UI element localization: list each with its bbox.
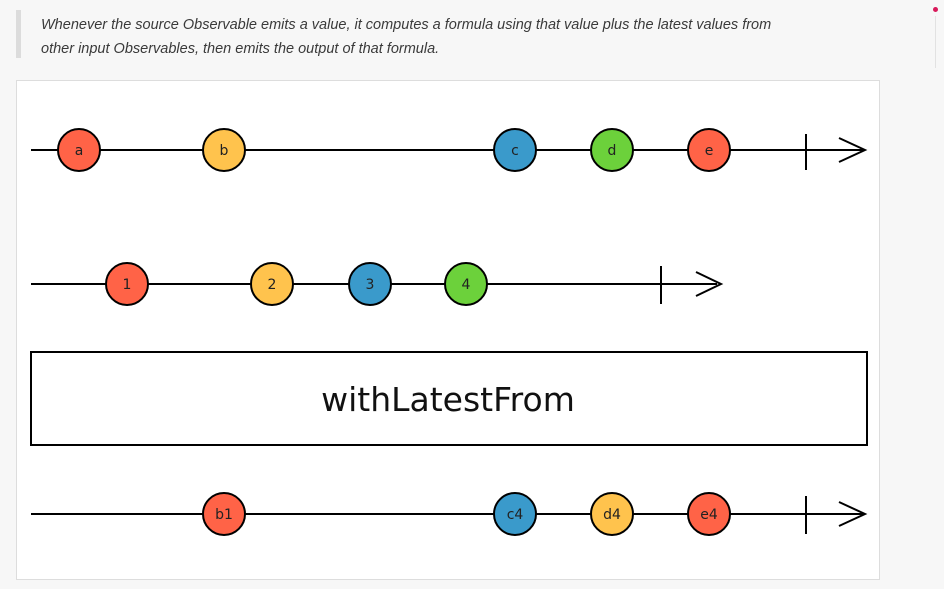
description-text: Whenever the source Observable emits a v…	[41, 13, 861, 61]
scroll-indicator-dot	[933, 7, 938, 12]
description-blockquote: Whenever the source Observable emits a v…	[16, 10, 861, 58]
timeline-source: a b c d e	[31, 128, 868, 172]
marble-other-1: 2	[250, 262, 294, 306]
marble-label: c4	[507, 507, 524, 523]
marble-other-2: 3	[348, 262, 392, 306]
marble-diagram: a b c d e	[16, 80, 880, 580]
marble-source-4: e	[687, 128, 731, 172]
marble-label: e	[705, 143, 714, 159]
operator-box: withLatestFrom	[30, 351, 868, 446]
operator-label: withLatestFrom	[321, 380, 575, 419]
timeline-source-arrowhead	[838, 137, 868, 163]
marble-other-3: 4	[444, 262, 488, 306]
marble-source-3: d	[590, 128, 634, 172]
operator-box-border	[30, 351, 868, 446]
marble-other-0: 1	[105, 262, 149, 306]
marble-diagram-svg: a b c d e	[30, 128, 868, 536]
marble-label: 2	[268, 277, 277, 293]
description-line-2: other input Observables, then emits the …	[41, 41, 440, 57]
marble-output-0: b1	[202, 492, 246, 536]
marble-output-2: d4	[590, 492, 634, 536]
marble-label: e4	[700, 507, 718, 523]
timeline-output-arrowhead	[838, 501, 868, 527]
marble-label: b	[220, 143, 229, 159]
marble-label: d4	[603, 507, 621, 523]
marble-source-1: b	[202, 128, 246, 172]
marble-label: c	[511, 143, 519, 159]
marble-label: d	[608, 143, 617, 159]
timeline-other: 1 2 3 4	[31, 262, 724, 306]
marble-label: b1	[215, 507, 233, 523]
marble-label: 4	[462, 277, 471, 293]
marble-label: 1	[123, 277, 132, 293]
marble-source-0: a	[57, 128, 101, 172]
timeline-output: b1 c4 d4 e4	[31, 492, 868, 536]
marble-label: 3	[366, 277, 375, 293]
marble-label: a	[75, 143, 84, 159]
scrollbar-track[interactable]	[935, 16, 936, 68]
timeline-other-arrowhead	[695, 271, 724, 297]
marble-output-1: c4	[493, 492, 537, 536]
description-line-1: Whenever the source Observable emits a v…	[41, 17, 772, 33]
marble-source-2: c	[493, 128, 537, 172]
marble-output-3: e4	[687, 492, 731, 536]
